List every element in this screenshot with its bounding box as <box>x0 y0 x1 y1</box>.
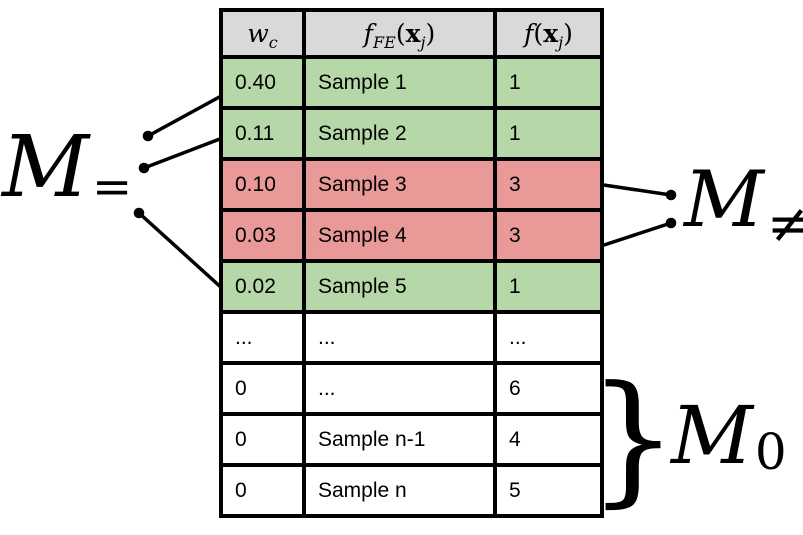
label-m-not-equal: M≠ <box>684 161 803 251</box>
cell-weight: ... <box>219 310 306 365</box>
cell-sample: Sample 4 <box>302 208 497 263</box>
label-m-equal: M= <box>2 125 132 211</box>
label-m-equal-sub: = <box>92 159 133 216</box>
math-w-sub: c <box>268 33 278 52</box>
cell-weight: 0.40 <box>219 55 306 110</box>
math-fe-sub: FE <box>373 33 396 52</box>
cell-f-value: 4 <box>493 412 604 467</box>
cell-f-value: 1 <box>493 259 604 314</box>
connector-dot <box>665 217 677 229</box>
connector-line-m-notequal-row3 <box>595 182 673 197</box>
math-x-bold: x <box>405 19 421 48</box>
math-paren: ( <box>533 19 544 48</box>
math-f: f <box>363 19 374 48</box>
table-row: 0 Sample n-1 4 <box>219 412 604 467</box>
connector-dot <box>138 162 150 174</box>
cell-weight: 0.10 <box>219 157 306 212</box>
table-row: 0.11 Sample 2 1 <box>219 106 604 161</box>
connector-dot <box>142 130 154 142</box>
cell-weight: 0 <box>219 463 306 518</box>
cell-f-value: 6 <box>493 361 604 416</box>
cell-sample: ... <box>302 361 497 416</box>
math-f: f <box>524 19 534 48</box>
table-row: 0.10 Sample 3 3 <box>219 157 604 212</box>
label-m-zero-base: M <box>671 389 753 482</box>
cell-weight: 0 <box>219 361 306 416</box>
cell-weight: 0.03 <box>219 208 306 263</box>
table-header-row: wc fFE(xj) f(xj) <box>219 8 604 59</box>
cell-sample: ... <box>302 310 497 365</box>
cell-weight: 0.02 <box>219 259 306 314</box>
sample-weight-table: wc fFE(xj) f(xj) 0.40 Sample 1 1 0.11 Sa… <box>219 8 604 518</box>
label-m-not-equal-sub: ≠ <box>766 192 803 256</box>
m-zero-brace: } <box>587 356 679 521</box>
label-m-zero-sub: 0 <box>754 423 787 481</box>
table-row: 0 Sample n 5 <box>219 463 604 518</box>
math-paren: ( <box>395 19 406 48</box>
cell-f-value: 1 <box>493 55 604 110</box>
math-paren: ) <box>563 19 573 48</box>
table-row: 0 ... 6 <box>219 361 604 416</box>
cell-sample: Sample n-1 <box>302 412 497 467</box>
cell-sample: Sample 5 <box>302 259 497 314</box>
header-fe-prediction: fFE(xj) <box>302 8 497 59</box>
cell-f-value: 1 <box>493 106 604 161</box>
math-j-sub: j <box>420 33 426 52</box>
table-row: 0.03 Sample 4 3 <box>219 208 604 263</box>
cell-sample: Sample 2 <box>302 106 497 161</box>
cell-sample: Sample 3 <box>302 157 497 212</box>
cell-f-value: 3 <box>493 157 604 212</box>
label-m-zero: M0 <box>671 396 787 481</box>
connector-line-m-equal-row2 <box>142 135 227 170</box>
connector-line-m-equal-row5 <box>137 211 226 292</box>
connector-line-m-notequal-row4 <box>596 221 673 249</box>
table-row: 0.40 Sample 1 1 <box>219 55 604 110</box>
cell-f-value: 3 <box>493 208 604 263</box>
cell-weight: 0.11 <box>219 106 306 161</box>
connector-line-m-equal-row1 <box>146 93 225 138</box>
math-x-bold: x <box>543 19 559 48</box>
cell-sample: Sample n <box>302 463 497 518</box>
math-w: w <box>247 19 269 48</box>
header-weight: wc <box>219 8 306 59</box>
label-m-equal-base: M <box>2 118 90 217</box>
table-row: ... ... ... <box>219 310 604 365</box>
header-f-prediction: f(xj) <box>493 8 604 59</box>
table-row: 0.02 Sample 5 1 <box>219 259 604 314</box>
math-paren: ) <box>425 19 436 48</box>
cell-f-value: ... <box>493 310 604 365</box>
cell-weight: 0 <box>219 412 306 467</box>
label-m-not-equal-base: M <box>684 155 764 245</box>
connector-dot <box>665 189 677 201</box>
math-j-sub: j <box>558 33 564 52</box>
connector-dot <box>133 207 145 219</box>
cell-sample: Sample 1 <box>302 55 497 110</box>
cell-f-value: 5 <box>493 463 604 518</box>
